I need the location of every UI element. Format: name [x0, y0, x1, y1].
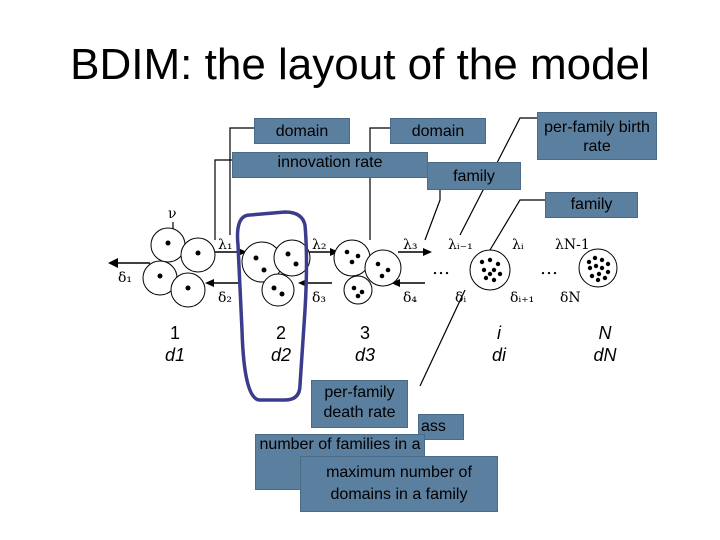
class-i-circle: [469, 249, 511, 291]
leader-death-rate: [419, 289, 466, 387]
callout-domain-2: domain: [390, 118, 486, 144]
lambda-i-minus-1-label: λᵢ₋₁: [448, 237, 473, 253]
lambda-N-minus-1-label: λN-1: [555, 237, 590, 253]
class-N-index: N: [598, 323, 612, 343]
callout-max-domains: maximum number of domains in a family: [300, 456, 498, 512]
callout-innovation-rate-text: innovation rate: [277, 154, 383, 171]
class-i-index: i: [497, 323, 501, 343]
lambda-i-label: λᵢ: [512, 237, 524, 253]
class-1-label: 1 d1: [152, 322, 198, 366]
callout-domain-1-text: domain: [275, 123, 329, 140]
delta-1-label: δ₁: [118, 270, 133, 286]
callout-family-1-text: family: [453, 168, 495, 185]
class-3-size: d3: [354, 345, 376, 365]
callout-family-2: family: [545, 192, 638, 218]
leader-innovation-rate: [214, 159, 240, 240]
callout-number-of-families-text: number of families in a: [259, 436, 421, 453]
callout-death-rate: per-family death rate: [311, 380, 408, 428]
lambda-1-label: λ₁: [218, 237, 233, 253]
callout-class-fragment: ass: [418, 414, 464, 440]
class-1-circles: [142, 227, 216, 308]
class-N-label: N dN: [582, 322, 628, 366]
ellipsis-2: …: [540, 258, 558, 279]
class-1-size: d1: [164, 345, 186, 365]
lambda-2-label: λ₂: [312, 237, 327, 253]
leader-family-2: [489, 199, 545, 251]
callout-class-fragment-text: ass: [421, 418, 446, 435]
callout-birth-rate-text: per-family birth rate: [544, 119, 650, 155]
callout-family-1: family: [427, 162, 521, 190]
class-2-circles: [241, 239, 311, 307]
delta-i-plus-1-label: δᵢ₊₁: [510, 290, 535, 306]
delta-3-label: δ₃: [312, 290, 327, 306]
class-2-label: 2 d2: [258, 322, 304, 366]
delta-2-label: δ₂: [218, 290, 233, 306]
class-3-label: 3 d3: [342, 322, 388, 366]
nu-label: ν: [168, 206, 177, 222]
class-i-label: i di: [476, 322, 522, 366]
callout-max-domains-text: maximum number of domains in a family: [326, 464, 472, 503]
leader-domain-1: [229, 127, 255, 235]
delta-i-label: δᵢ: [455, 290, 467, 306]
class-i-size: di: [491, 345, 506, 365]
callout-death-rate-text: per-family death rate: [323, 384, 396, 421]
death-arrowhead-1: [108, 258, 118, 268]
highlight-ring: [235, 210, 309, 402]
lambda-3-label: λ₃: [403, 237, 418, 253]
class-3-circles: [333, 239, 402, 305]
ellipsis-1: …: [432, 258, 450, 279]
callout-domain-1: domain: [254, 118, 350, 144]
page-title: BDIM: the layout of the model: [70, 40, 650, 89]
callout-family-2-text: family: [570, 196, 613, 213]
callout-birth-rate: per-family birth rate: [537, 112, 657, 160]
leader-domain-2: [369, 127, 400, 240]
class-N-size: dN: [593, 345, 617, 365]
class-1-index: 1: [169, 323, 180, 343]
callout-domain-2-text: domain: [411, 123, 465, 140]
leader-birth-rate: [459, 117, 538, 236]
delta-4-label: δ₄: [403, 290, 418, 306]
class-N-circle: [578, 248, 618, 288]
class-2-index: 2: [275, 323, 286, 343]
class-3-index: 3: [359, 323, 370, 343]
class-2-size: d2: [270, 345, 292, 365]
delta-N-label: δN: [560, 290, 581, 306]
callout-innovation-rate: innovation rate: [232, 152, 428, 178]
